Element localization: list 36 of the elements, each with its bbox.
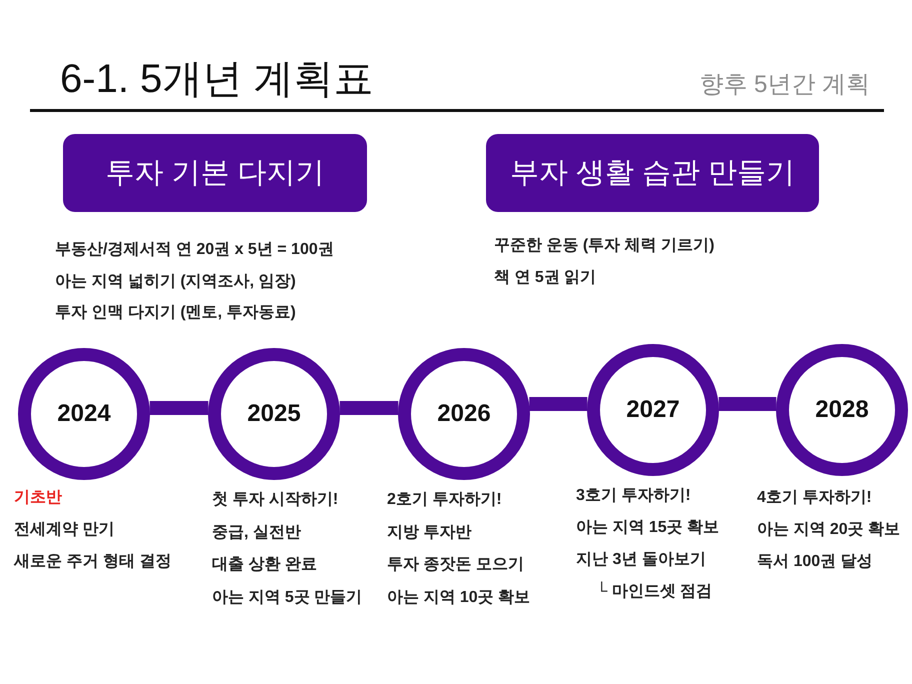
plan-item: 지방 투자반 [387, 522, 472, 542]
goal-item: 아는 지역 넓히기 (지역조사, 임장) [55, 272, 296, 292]
heading-box: 투자 기본 다지기 [63, 134, 367, 212]
plan-item: 투자 종잣돈 모으기 [387, 555, 524, 575]
plan-item: 아는 지역 5곳 만들기 [212, 588, 362, 608]
plan-item: 4호기 투자하기! [757, 488, 872, 508]
plan-item: 첫 투자 시작하기! [212, 490, 338, 510]
plan-item: 3호기 투자하기! [576, 486, 691, 506]
plan-item: 독서 100권 달성 [757, 552, 873, 572]
year-circle: 2026 [398, 348, 530, 480]
plan-item: 아는 지역 15곳 확보 [576, 518, 720, 538]
goal-item: 부동산/경제서적 연 20권 x 5년 = 100권 [55, 240, 334, 260]
plan-item: 아는 지역 20곳 확보 [757, 520, 900, 540]
plan-item: 중급, 실전반 [212, 522, 301, 542]
connector-line [150, 401, 208, 415]
connector-line [718, 397, 776, 411]
plan-item: 대출 상환 완료 [212, 555, 317, 575]
year-circle: 2024 [18, 348, 150, 480]
connector-line [340, 401, 398, 415]
plan-item: 새로운 주거 형태 결정 [14, 552, 172, 572]
plan-item: 기초반 [14, 488, 62, 508]
plan-item: └ 마인드셋 점검 [596, 581, 712, 602]
subtitle: 향후 5년간 계획 [699, 70, 870, 100]
plan-item: 전세계약 만기 [14, 520, 114, 540]
heading-box: 부자 생활 습관 만들기 [486, 134, 819, 212]
plan-item: 아는 지역 10곳 확보 [387, 588, 530, 608]
goal-item: 꾸준한 운동 (투자 체력 기르기) [494, 236, 714, 256]
year-circle: 2028 [776, 344, 908, 476]
connector-line [529, 397, 588, 411]
plan-item: 2호기 투자하기! [387, 490, 502, 510]
year-circle: 2025 [208, 348, 340, 480]
goal-item: 투자 인맥 다지기 (멘토, 투자동료) [55, 303, 296, 323]
goal-item: 책 연 5권 읽기 [494, 268, 596, 288]
plan-item: 지난 3년 돌아보기 [576, 550, 706, 570]
year-circle: 2027 [587, 344, 719, 476]
page-title: 6-1. 5개년 계획표 [60, 56, 374, 103]
